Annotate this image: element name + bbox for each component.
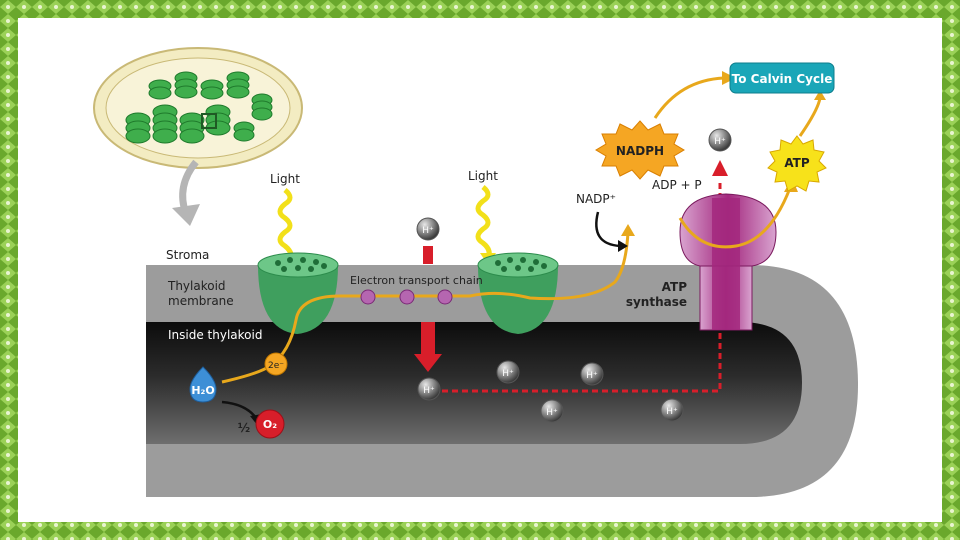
- oxygen-ball: [255, 409, 285, 439]
- h-plus-ion: H⁺: [540, 399, 564, 423]
- h-plus-label: H⁺: [666, 407, 678, 417]
- atp-formation-path: [678, 187, 792, 249]
- electron-transport-chain-label: Electron transport chain: [350, 274, 483, 287]
- nadp-reduction-arrowhead: [618, 240, 628, 252]
- calvin-cycle-box: [729, 62, 835, 94]
- proton-pump-arrowhead: [414, 354, 442, 372]
- calvin-cycle-label: To Calvin Cycle: [732, 72, 833, 86]
- proton-exit-arrowhead: [712, 160, 728, 176]
- light-label-1: Light: [270, 172, 300, 186]
- photosystem-II: [257, 252, 339, 334]
- atp-synthase: [679, 193, 777, 331]
- adp-p-label: ADP + P: [652, 178, 702, 192]
- atp-to-calvin-arrowhead: [814, 90, 826, 100]
- h-plus-label: H⁺: [714, 137, 726, 147]
- two-e-label: 2e⁻: [268, 361, 284, 371]
- proton-pump-arrow-body: [421, 322, 435, 356]
- h-plus-exit-ball: H⁺: [708, 128, 732, 152]
- h-plus-ion: H⁺: [580, 362, 604, 386]
- h-plus-stroma-ball: H⁺: [416, 217, 440, 241]
- atp-synthase-label-line2: synthase: [626, 295, 687, 309]
- proton-pump-arrow-top: [423, 246, 433, 264]
- atp-synthase-label-line1: ATP: [662, 280, 688, 294]
- thylakoid-membrane-label-line1: Thylakoid: [167, 279, 226, 293]
- electron-flow-arrowhead: [621, 224, 635, 236]
- zoom-arrowhead: [172, 204, 200, 226]
- atp-starburst: [767, 135, 827, 192]
- h-plus-ion: H⁺: [417, 377, 441, 401]
- electron-ball: [264, 352, 288, 376]
- water-drop: [189, 366, 217, 403]
- h-plus-label: H⁺: [546, 408, 558, 418]
- nadph-to-calvin-path: [653, 76, 725, 119]
- nadp-plus-label: NADP⁺: [576, 192, 616, 206]
- photosystem-I: [477, 252, 559, 334]
- light-bolt-1: [277, 188, 294, 264]
- nadph-starburst: [595, 120, 685, 180]
- proton-flow-path: [442, 180, 722, 393]
- h-plus-ion: H⁺: [660, 398, 684, 422]
- nadph-label: NADPH: [616, 144, 664, 158]
- light-label-2: Light: [468, 169, 498, 183]
- h2o-label: H₂O: [191, 384, 214, 397]
- light-bolt-2: [475, 185, 492, 261]
- h-plus-ion: H⁺: [496, 360, 520, 384]
- atp-label: ATP: [784, 156, 810, 170]
- electron-carriers: [360, 289, 453, 305]
- h-plus-label: H⁺: [586, 371, 598, 381]
- atp-to-calvin-path: [798, 97, 822, 137]
- chloroplast-illustration: [93, 47, 303, 169]
- h-plus-label: H⁺: [502, 369, 514, 379]
- o2-label: O₂: [263, 418, 277, 431]
- half-label: ½: [238, 421, 250, 435]
- nadp-reduction-arrow: [595, 211, 621, 248]
- stroma-label: Stroma: [166, 248, 209, 262]
- thylakoid-lumen: [146, 322, 802, 444]
- h-plus-label: H⁺: [423, 386, 435, 396]
- thylakoid-membrane-label-line2: membrane: [168, 294, 234, 308]
- nadph-to-calvin-arrowhead: [722, 71, 736, 85]
- h-plus-label: H⁺: [422, 226, 434, 236]
- inside-thylakoid-label: Inside thylakoid: [168, 328, 262, 342]
